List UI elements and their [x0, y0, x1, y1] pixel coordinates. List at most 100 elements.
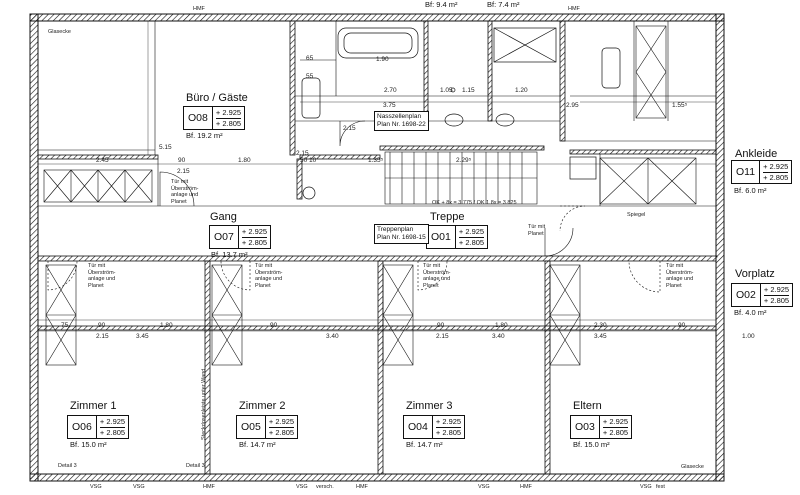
bath-area-2: Bf: 7.4 m² [487, 0, 520, 9]
dim-90-d: 90 [437, 322, 445, 329]
bathroom-fixtures [301, 27, 621, 200]
plan-ref-number: Plan Nr. 1698-15 [377, 234, 426, 241]
room-area-gang: Bf. 13.7 m² [211, 250, 248, 259]
label-detail3-b: Detail 3 [186, 463, 205, 469]
dim-100: 1.00 [742, 333, 755, 340]
dim-245: 2.45 [96, 157, 109, 164]
tag-vsch-1: versch. [316, 484, 334, 490]
room-name-eltern: Eltern [573, 400, 602, 412]
dim-55: 55 [306, 73, 314, 80]
room-name-gang: Gang [210, 211, 237, 223]
tag-hmf-1: HMF [203, 484, 215, 490]
tag-vsg-3: VSG [296, 484, 308, 490]
level-upper: + 2.925 [99, 416, 126, 428]
room-code-treppe: O01 [427, 226, 456, 248]
exterior-walls [29, 13, 725, 482]
level-lower: + 2.805 [215, 118, 242, 128]
level-upper: + 2.925 [435, 416, 462, 428]
dim-180-b: 1.80 [160, 322, 173, 329]
level-lower: + 2.805 [763, 172, 789, 182]
room-code-zimmer1: O06 [68, 416, 97, 438]
room-code-buero: O08 [184, 107, 213, 129]
tag-hmf-top: HMF [568, 6, 580, 12]
dim-215-b: 2.15 [436, 333, 449, 340]
dim-340-b: 3.40 [492, 333, 505, 340]
room-tag-vorplatz: O02 + 2.925+ 2.805 [731, 283, 794, 307]
level-lower: + 2.805 [763, 295, 790, 305]
room-name-buero: Büro / Gäste [186, 92, 248, 104]
dim-190: 1.90 [376, 56, 389, 63]
tag-vsg-1: VSG [90, 484, 102, 490]
wardrobes [43, 25, 697, 366]
room-area-zimmer1: Bf. 15.0 m² [70, 440, 107, 449]
room-name-zimmer3: Zimmer 3 [406, 400, 453, 412]
dim-295: 2.95 [566, 102, 579, 109]
room-area-buero: Bf. 19.2 m² [186, 131, 223, 140]
level-upper: + 2.925 [602, 416, 629, 428]
room-code-eltern: O03 [571, 416, 600, 438]
level-upper: + 2.925 [763, 284, 790, 296]
staircase [384, 151, 538, 205]
dim-90-c: 90 [270, 322, 278, 329]
label-glasecke-bottom: Glasecke [681, 464, 704, 470]
dim-105: 1.05 [440, 87, 453, 94]
dim-215-d: 2.15 [177, 168, 190, 175]
label-glasecke-top: Glasecke [48, 29, 71, 35]
dim-155b: 1.55⁵ [672, 102, 688, 109]
interior-walls [37, 20, 718, 475]
door-swings [47, 120, 661, 293]
dim-180-c: 1.80 [495, 322, 508, 329]
room-tag-zimmer1: O06 + 2.925+ 2.805 [67, 415, 130, 439]
room-tag-gang: O07 + 2.925+ 2.805 [209, 225, 272, 249]
tag-vsg-5: VSG [640, 484, 652, 490]
level-upper: + 2.925 [241, 226, 268, 238]
room-area-eltern: Bf. 15.0 m² [573, 440, 610, 449]
dim-230: 2.30 [594, 322, 607, 329]
label-detail3-a: Detail 3 [58, 463, 77, 469]
level-lower: + 2.805 [99, 427, 126, 437]
tag-hmf-3: HMF [520, 484, 532, 490]
room-area-ankleide: Bf. 6.0 m² [734, 186, 767, 195]
dim-340-a: 3.40 [326, 333, 339, 340]
dim-90-a: 90 [178, 157, 186, 164]
dim-5010: 50 10 [300, 157, 317, 164]
room-name-zimmer2: Zimmer 2 [239, 400, 286, 412]
room-area-vorplatz: Bf. 4.0 m² [734, 308, 767, 317]
dimension-lines [37, 21, 716, 332]
level-upper: + 2.925 [458, 226, 485, 238]
room-area-zimmer3: Bf. 14.7 m² [406, 440, 443, 449]
bath-area-1: Bf: 9.4 m² [425, 0, 458, 9]
room-code-ankleide: O11 [732, 161, 761, 183]
dim-90-b: 90 [98, 322, 106, 329]
room-code-gang: O07 [210, 226, 239, 248]
tag-mfs: HMF [193, 6, 205, 12]
room-name-zimmer1: Zimmer 1 [70, 400, 117, 412]
plan-ref-title: Nasszellenplan [377, 113, 422, 120]
dim-345-b: 3.45 [594, 333, 607, 340]
dim-65: 65 [306, 55, 314, 62]
tag-vsg-2: VSG [133, 484, 145, 490]
dim-215-a: 2.15 [96, 333, 109, 340]
dim-270: 2.70 [384, 87, 397, 94]
dim-115: 1.15 [462, 87, 475, 94]
level-upper: + 2.925 [763, 161, 789, 173]
dim-229: 2.29⁵ [456, 157, 472, 164]
room-code-vorplatz: O02 [732, 284, 761, 306]
level-lower: + 2.805 [241, 237, 268, 247]
room-tag-zimmer3: O04 + 2.925+ 2.805 [403, 415, 466, 439]
room-name-treppe: Treppe [430, 211, 465, 223]
dim-215-e: 2.15 [343, 125, 356, 132]
level-lower: + 2.805 [268, 427, 295, 437]
room-name-vorplatz: Vorplatz [735, 268, 775, 280]
label-wall-note: Steckdosenleiste unter Wand [201, 368, 207, 440]
level-lower: + 2.805 [602, 427, 629, 437]
tag-fest: fest [656, 484, 665, 490]
level-lower: + 2.805 [458, 237, 485, 247]
room-code-zimmer3: O04 [404, 416, 433, 438]
room-tag-zimmer2: O05 + 2.925+ 2.805 [236, 415, 299, 439]
